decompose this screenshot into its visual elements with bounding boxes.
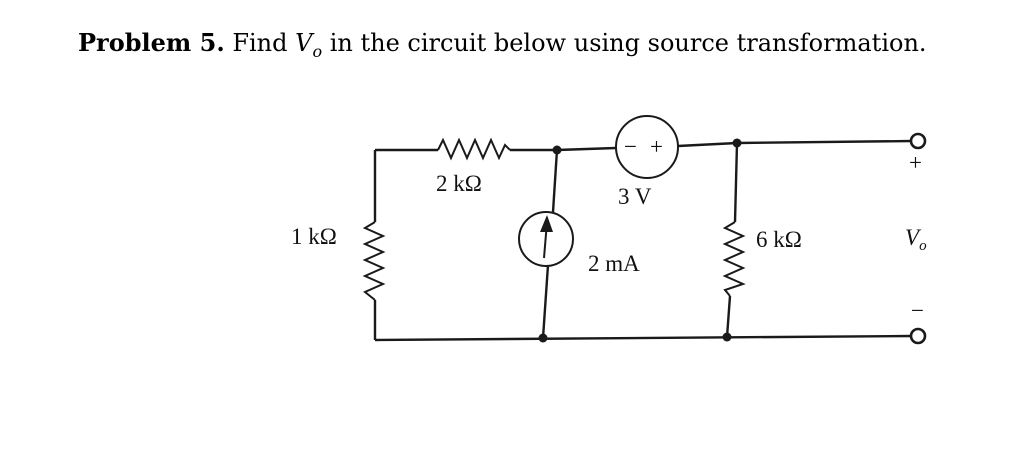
wire-top-right <box>736 139 913 145</box>
problem-text-after: in the circuit below using source transf… <box>329 29 927 57</box>
wire-r6-lower <box>725 295 732 338</box>
voltage-source-circle <box>615 115 679 179</box>
junction-node-top-right <box>732 138 742 148</box>
junction-node-bottom-right <box>722 332 732 342</box>
problem-statement: Problem 5. Find Vo in the circuit below … <box>78 28 927 61</box>
output-plus-label: + <box>909 150 922 175</box>
resistor-1k-label: 1 kΩ <box>291 224 337 249</box>
resistor-2k <box>437 137 511 161</box>
wire-bottom <box>374 334 913 342</box>
resistor-6k-label: 6 kΩ <box>756 227 802 252</box>
wire-cs-upper <box>551 149 559 213</box>
voltage-source-plus: + <box>650 134 663 159</box>
current-source-circle <box>518 211 574 267</box>
resistor-2k-label: 2 kΩ <box>436 171 482 196</box>
output-terminal-top <box>909 132 927 150</box>
wire-to-vsource <box>556 146 617 152</box>
voltage-source-minus: − <box>624 134 637 159</box>
output-minus-label: − <box>911 298 924 323</box>
problem-text-before: Find <box>232 29 288 57</box>
voltage-source: − + <box>615 115 679 179</box>
junction-node-top-middle <box>552 145 562 155</box>
output-terminal-bottom <box>909 327 927 345</box>
resistor-6k <box>722 221 746 297</box>
current-source-label: 2 mA <box>588 251 640 276</box>
problem-variable: Vo <box>295 29 323 61</box>
junction-node-bottom-middle <box>538 333 548 343</box>
voltage-source-label: 3 V <box>618 184 652 209</box>
output-variable-label: Vo <box>905 225 927 254</box>
current-source <box>518 211 574 267</box>
up-arrow-icon <box>540 215 553 232</box>
wire-r6-upper <box>733 142 739 223</box>
resistor-1k <box>362 221 386 301</box>
wire-from-vsource <box>677 141 738 148</box>
wire-cs-lower <box>541 264 550 339</box>
output-variable-subscript: o <box>919 238 927 254</box>
problem-variable-subscript: o <box>312 41 323 61</box>
circuit-wires <box>373 139 913 342</box>
problem-label: Problem 5. <box>78 28 225 57</box>
